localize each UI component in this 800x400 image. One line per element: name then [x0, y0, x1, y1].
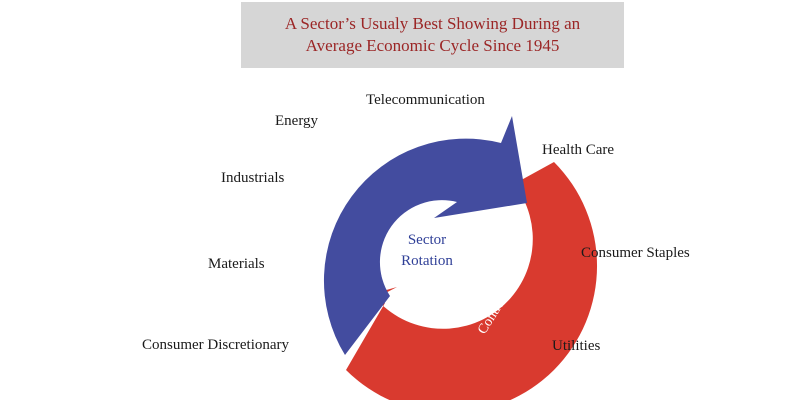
- title-line-1: A Sector’s Usualy Best Showing During an: [284, 14, 581, 33]
- sector-consumer-staples: Consumer Staples: [581, 245, 690, 261]
- sector-energy: Energy: [275, 113, 319, 129]
- title-box: A Sector’s Usualy Best Showing During an…: [241, 2, 624, 68]
- title-line-2: Average Economic Cycle Since 1945: [305, 36, 560, 55]
- expansion-arrow: [323, 116, 527, 355]
- center-label-line-1: Sector: [407, 232, 447, 248]
- contraction-arrow: [346, 162, 597, 400]
- sector-industrials: Industrials: [221, 170, 285, 186]
- sector-telecommunication: Telecommunication: [366, 92, 485, 108]
- center-label: Sector Rotation: [372, 230, 482, 272]
- sector-health-care: Health Care: [542, 142, 615, 158]
- sector-consumer-discretionary: Consumer Discretionary: [142, 337, 290, 353]
- sector-utilities: Utilities: [552, 338, 601, 354]
- sector-materials: Materials: [208, 256, 265, 272]
- center-label-line-2: Rotation: [401, 253, 453, 269]
